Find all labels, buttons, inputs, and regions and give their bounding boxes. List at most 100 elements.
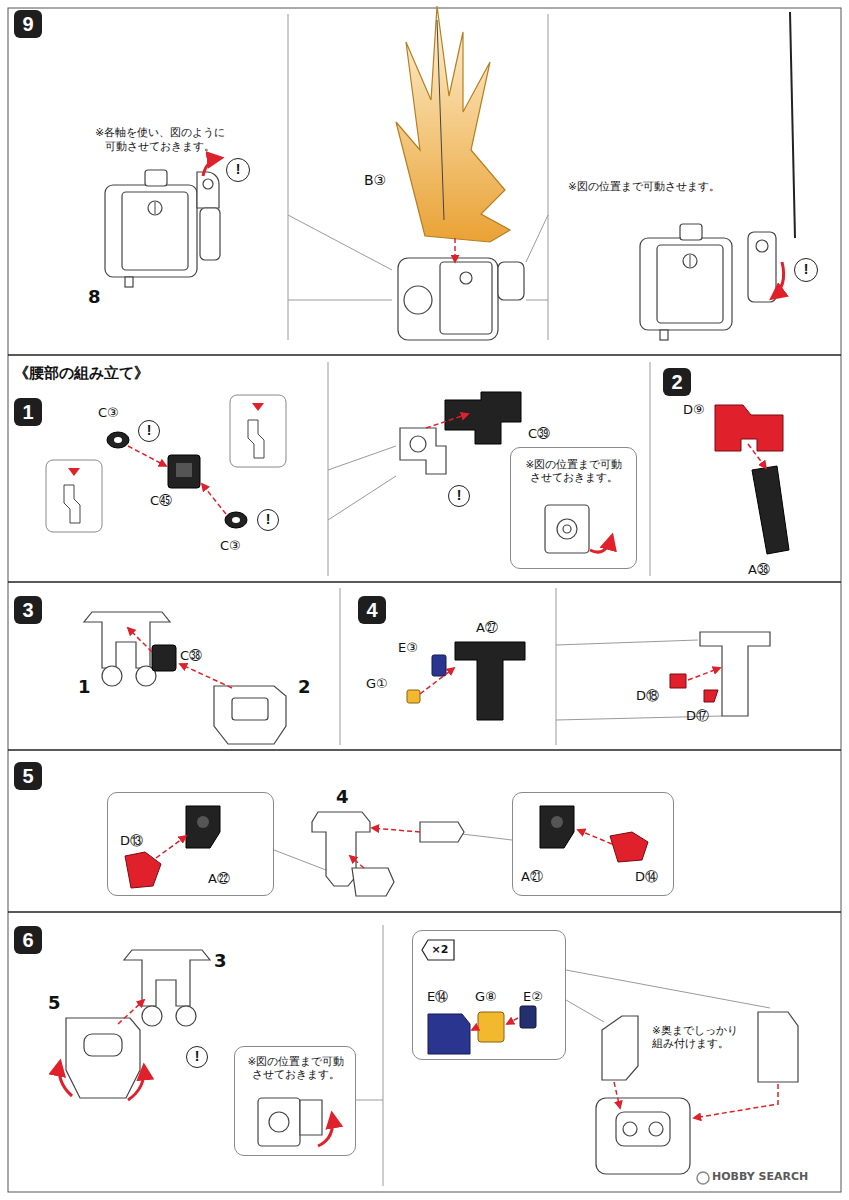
detail-inset: D⑬ A㉒ [107,792,274,896]
joint-part [400,392,521,474]
waist-assembly [300,1100,322,1135]
inset-drawing [545,505,612,553]
subassembly-number: 4 [336,786,349,809]
armor-part [578,830,612,844]
waist-assembly [124,950,210,1006]
panel-divider [274,14,770,1186]
note-text: ※奥までしっかり 組み付けます。 [652,1024,748,1050]
page-frame [8,354,841,356]
frame-part [455,642,525,720]
torso-part [145,170,167,186]
cover-part [748,444,766,468]
step-number: 1 [14,398,42,426]
crest-part [460,272,472,284]
torso-part [748,232,776,302]
inset-drawing [590,536,612,552]
part-label: C③ [220,538,241,554]
crest-part [404,286,432,314]
attention-mark: ! [186,1046,208,1068]
mark-text: ! [195,1048,200,1066]
skirt-part [507,1018,518,1024]
hint-box [64,485,80,523]
skirt-part [602,1016,638,1080]
part-label: ※図の位置まで可動 させておきます。 [243,1055,349,1081]
joint-part [400,428,446,474]
step-digit: 4 [366,598,377,623]
waist-assembly [142,1006,162,1026]
cover-part [715,405,789,554]
armor-part [352,868,394,896]
armor-part [125,806,648,896]
torso-part [155,202,156,214]
part-label: D⑰ [686,708,709,724]
torso-part [690,255,691,267]
part-label: G① [366,676,388,692]
torso-part [657,245,723,323]
armor-part [350,856,364,868]
panel-divider [556,588,557,745]
waist-assembly [180,664,232,688]
skirt-part [596,1098,690,1174]
skirt-part [478,1012,504,1042]
washer-part [176,463,192,477]
skirt-part [758,1012,798,1082]
part-label: A㉒ [208,871,230,887]
part-label: A㊳ [748,562,770,578]
panel-divider [328,446,396,470]
armor-part [420,822,464,842]
quantity-badge: ×2 [421,939,455,961]
hint-box [248,420,264,458]
waist-assembly [214,686,286,744]
subassembly-number: HOBBY SEARCH [712,1170,808,1184]
frame-part [407,690,420,703]
panel-divider [650,362,651,576]
joint-part [410,436,426,452]
frame-part [407,632,770,720]
torso-part [683,254,697,268]
waist-assembly [84,612,286,744]
torso-part [680,224,702,240]
waist-assembly [128,628,152,652]
torso-part [200,208,220,260]
waist-assembly [118,1000,144,1024]
torso-part [640,12,795,340]
torso-part [105,185,197,277]
washer-part [107,432,247,528]
torso-part [790,12,795,238]
attention-mark: ! [226,158,250,182]
part-label: D⑭ [635,869,658,885]
section-title: 《腰部の組み立て》 [14,364,149,383]
step-digit: 1 [22,400,33,425]
panel-divider [526,300,548,301]
part-label: E⑭ [427,989,448,1005]
torso-part [203,179,213,189]
skirt-part [520,1006,536,1028]
badge-outline [422,940,454,960]
step-number: 2 [663,368,691,396]
armor-part [540,806,574,848]
crest-part [396,6,524,340]
frame-part [432,655,446,676]
washer-part [232,517,240,523]
panel-divider [356,1100,383,1101]
page-frame [8,581,841,583]
washer-part [202,484,226,514]
torso-part [197,172,219,208]
armor-part [372,828,420,832]
panel-divider [288,14,289,340]
frame-part [670,674,686,688]
part-label: E② [523,989,543,1005]
part-label: D⑬ [120,833,143,849]
hint-box [46,460,102,532]
part-label: ※図の位置まで可動 させておきます。 [522,458,626,484]
frame-part [420,668,454,694]
part-label: ※図の位置まで可動させます。 [568,180,720,193]
panel-divider [526,215,548,262]
waist-assembly [269,1112,289,1132]
panel-divider [566,970,770,1008]
armor-part [610,832,648,862]
subassembly-number: 1 [78,676,91,699]
attention-mark: ! [448,485,470,507]
